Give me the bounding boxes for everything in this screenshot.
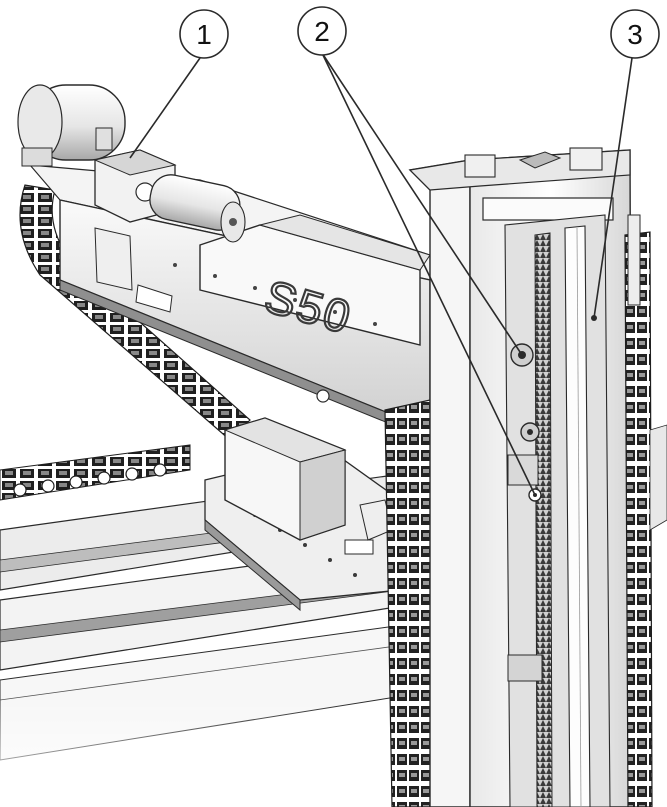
drag-chain-vertical-right <box>624 214 653 807</box>
motor-box <box>223 417 347 541</box>
leader-lines <box>129 52 633 496</box>
callout-3: 3 <box>610 9 660 59</box>
callout-1: 1 <box>179 9 229 59</box>
callout-1-label: 1 <box>196 19 212 50</box>
callout-2: 2 <box>297 6 347 56</box>
callout-3-label: 3 <box>627 19 643 50</box>
leader-3 <box>593 57 633 319</box>
z-column <box>408 147 633 807</box>
leader-2a <box>321 52 523 356</box>
leader-1 <box>129 57 201 159</box>
leader-2b <box>321 52 536 496</box>
drag-chain-horizontal <box>0 444 191 501</box>
background-rails-right <box>649 424 667 531</box>
drag-chain-vertical-front <box>384 399 436 807</box>
pneumatic-cylinder <box>149 174 246 243</box>
callout-2-label: 2 <box>314 16 330 47</box>
air-tank <box>17 84 126 167</box>
